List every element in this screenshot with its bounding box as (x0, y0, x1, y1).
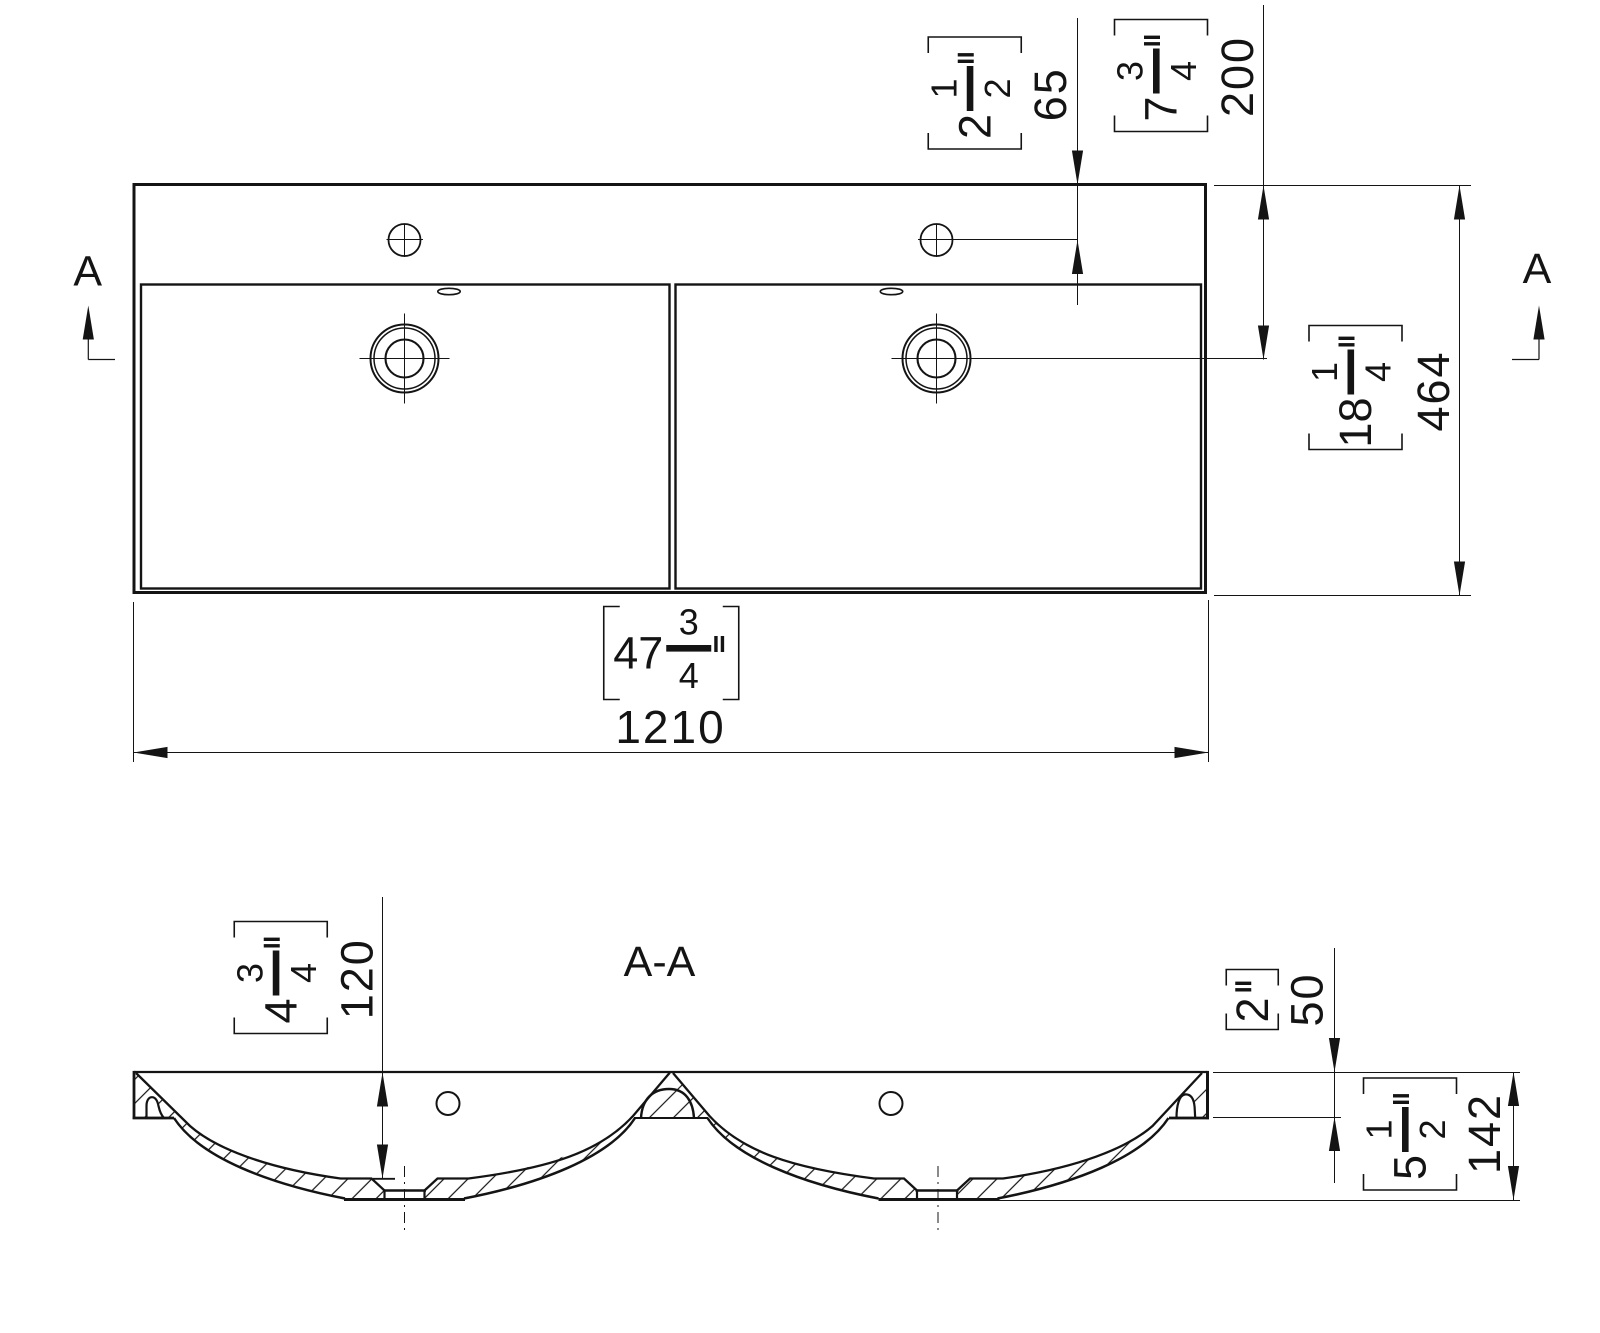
svg-text:47: 47 (613, 628, 663, 679)
svg-text:142: 142 (1459, 1093, 1510, 1174)
svg-text:3: 3 (679, 602, 699, 643)
svg-text:7: 7 (1136, 97, 1187, 122)
svg-text:464: 464 (1408, 350, 1459, 431)
svg-text:5: 5 (1385, 1155, 1436, 1180)
svg-text:4: 4 (679, 655, 699, 696)
svg-text:4: 4 (1163, 61, 1204, 81)
svg-text:2: 2 (1412, 1119, 1453, 1139)
svg-text:1: 1 (923, 78, 964, 98)
svg-text:4: 4 (1358, 362, 1399, 382)
svg-text:A-A: A-A (624, 938, 696, 986)
svg-text:A: A (1523, 245, 1552, 293)
svg-text:4: 4 (283, 963, 324, 983)
svg-text:3: 3 (1110, 61, 1151, 81)
svg-text:2: 2 (1227, 998, 1278, 1023)
svg-text:2: 2 (949, 114, 1000, 139)
svg-text:A: A (73, 248, 102, 296)
svg-text:3: 3 (229, 963, 270, 983)
svg-text:18: 18 (1330, 398, 1381, 448)
svg-text:1: 1 (1359, 1119, 1400, 1139)
svg-text:65: 65 (1025, 67, 1076, 121)
svg-text:4: 4 (255, 999, 306, 1024)
svg-text:1210: 1210 (615, 701, 725, 753)
svg-text:200: 200 (1212, 36, 1263, 117)
svg-text:2: 2 (977, 78, 1018, 98)
svg-text:1: 1 (1304, 362, 1345, 382)
svg-text:50: 50 (1282, 972, 1333, 1026)
svg-text:120: 120 (331, 938, 382, 1019)
